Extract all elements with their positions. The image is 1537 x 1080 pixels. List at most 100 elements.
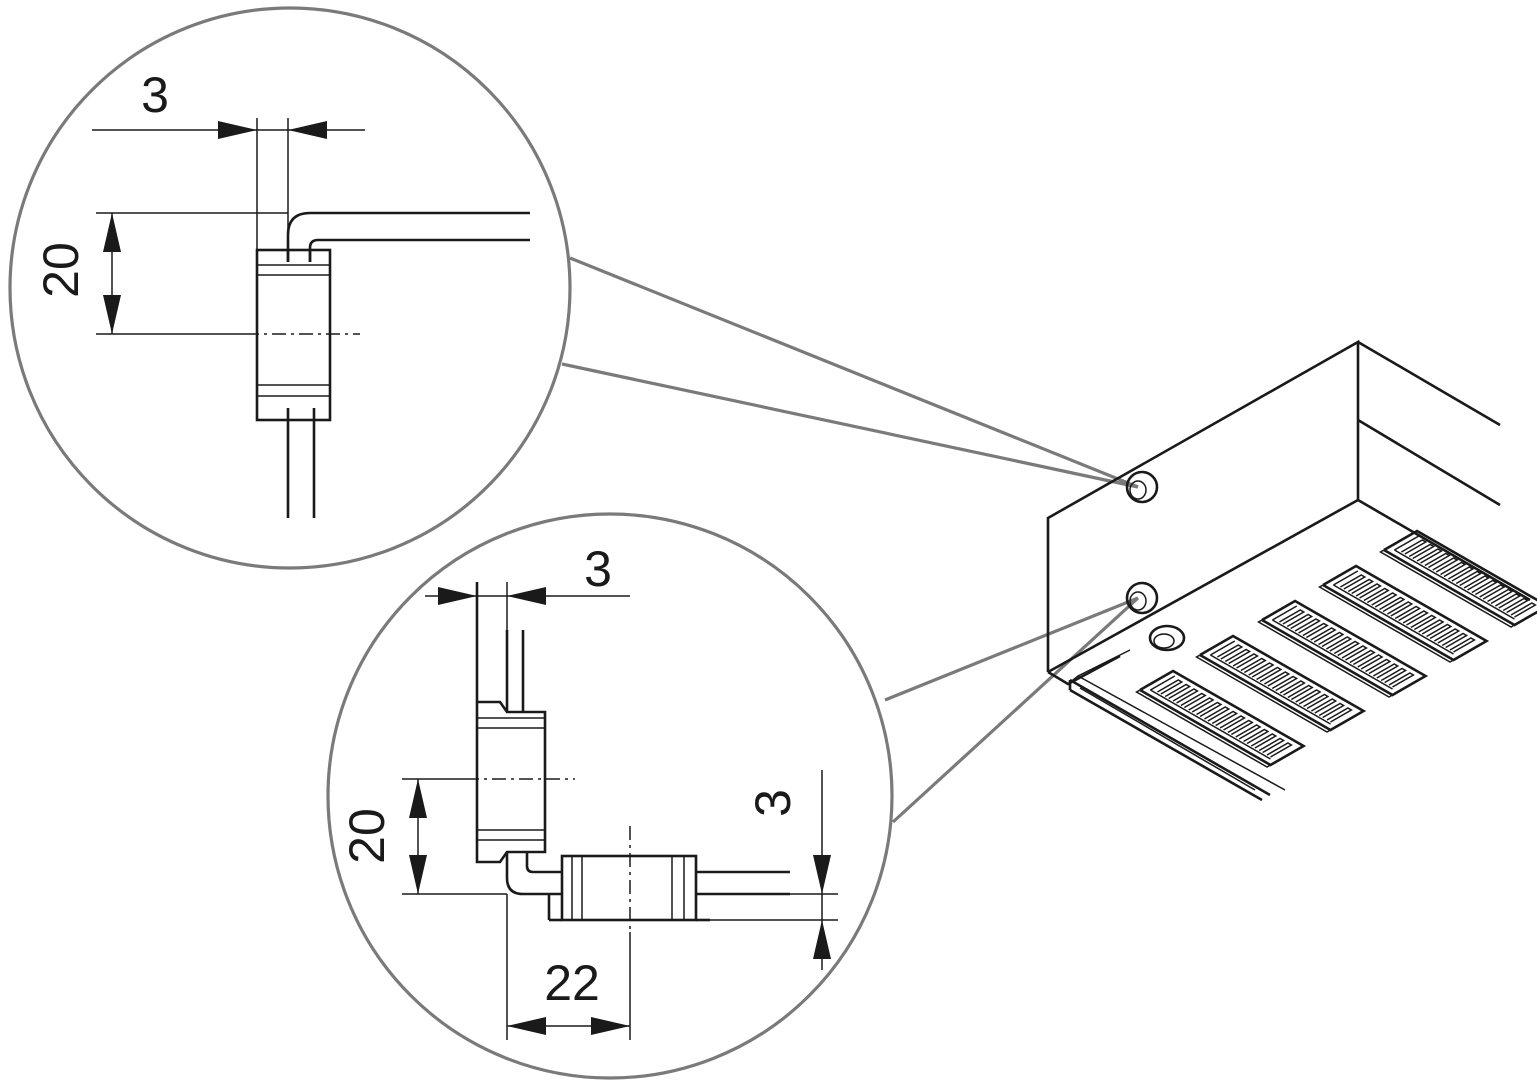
basket-tooth	[1494, 593, 1522, 609]
basket-lip	[1135, 689, 1271, 768]
basket-tooth	[1180, 692, 1207, 709]
hole-lower	[1125, 581, 1159, 615]
basket-tooth	[1349, 649, 1376, 666]
basket-tooth	[1372, 663, 1400, 679]
dim-bottom-width: 3	[584, 541, 612, 597]
basket-inner-edge	[1394, 549, 1515, 620]
shelf-rail	[1068, 675, 1286, 802]
basket-tooth	[1387, 601, 1414, 617]
basket-tooth	[1286, 613, 1314, 630]
basket-tooth	[1455, 570, 1483, 587]
basket-tooth	[1441, 632, 1469, 649]
basket-tooth	[1401, 539, 1428, 555]
dim-top-height: 20	[33, 242, 89, 298]
basket-inner-edge	[1210, 640, 1236, 656]
callout-lines	[561, 256, 1140, 824]
basket-tooth	[1340, 574, 1367, 590]
hole-upper	[1125, 470, 1159, 504]
basket-tooth	[1365, 658, 1392, 675]
basket-tooth	[1219, 715, 1246, 731]
basket-tooth	[1302, 622, 1329, 639]
basket-tooth	[1235, 724, 1262, 740]
basket-tooth	[1416, 548, 1443, 564]
drawer-baskets	[1135, 529, 1537, 768]
basket-inner-edge	[1272, 619, 1393, 690]
basket-tooth	[1243, 728, 1270, 745]
detail-circle-top	[8, 6, 572, 570]
basket-lip	[1257, 619, 1393, 698]
basket-tooth	[1279, 609, 1306, 625]
basket-tooth	[1510, 602, 1537, 618]
hole-bottom	[1148, 624, 1186, 652]
basket-tooth	[1402, 610, 1429, 626]
basket-tooth	[1333, 640, 1361, 657]
dim-bottom-height: 20	[339, 808, 395, 864]
detail-bottom: 3 20 3 22	[326, 512, 894, 1080]
basket-tooth	[1357, 654, 1384, 670]
basket-outline	[1383, 529, 1537, 627]
basket-tooth	[1232, 653, 1259, 669]
basket-tooth	[1408, 543, 1436, 560]
basket-tooth	[1240, 657, 1267, 674]
basket-tooth	[1294, 618, 1321, 634]
basket-tooth	[1310, 627, 1337, 643]
basket-tooth	[1248, 662, 1275, 678]
basket-tooth	[1318, 702, 1346, 719]
basket-tooth	[1295, 689, 1322, 705]
basket-tooth	[1264, 671, 1291, 687]
basket-tooth	[1227, 719, 1254, 736]
basket-tooth	[1363, 587, 1390, 604]
basket-tooth	[1256, 666, 1283, 683]
basket-inner-edge	[1150, 689, 1271, 760]
basket-tooth	[1479, 584, 1506, 600]
basket-tooth	[1164, 683, 1192, 700]
basket-tooth	[1394, 605, 1422, 622]
basket-tooth	[1318, 631, 1345, 648]
basket-outline	[1139, 669, 1307, 767]
basket-tooth	[1341, 645, 1368, 661]
basket-tooth	[1426, 623, 1453, 640]
basket-lip	[1195, 654, 1331, 733]
dim-bottom-offset: 3	[745, 789, 801, 817]
basket-tooth	[1448, 566, 1475, 582]
basket-tooth	[1266, 742, 1293, 758]
basket-tooth	[1471, 579, 1498, 596]
basket-tooth	[1224, 648, 1252, 665]
basket-tooth	[1326, 707, 1353, 723]
basket-tooth	[1463, 575, 1490, 591]
cabinet-3d	[1046, 339, 1537, 802]
basket-tooth	[1303, 693, 1330, 710]
basket-tooth	[1196, 701, 1223, 718]
basket-inner-edge	[1333, 570, 1359, 586]
basket-tooth	[1388, 672, 1415, 688]
basket-tooth	[1279, 680, 1306, 696]
basket-tooth	[1379, 596, 1406, 613]
basket-lip	[1318, 584, 1454, 663]
basket-inner-edge	[1272, 605, 1298, 621]
basket-tooth	[1217, 644, 1244, 660]
basket-tooth	[1211, 710, 1239, 727]
basket-tooth	[1271, 675, 1299, 692]
basket-tooth	[1432, 557, 1459, 573]
basket-tooth	[1204, 706, 1231, 722]
basket-tooth	[1371, 592, 1398, 608]
basket-tooth	[1347, 578, 1375, 595]
basket-inner-edge	[1150, 675, 1176, 691]
basket-outline	[1322, 564, 1490, 662]
basket-tooth	[1418, 619, 1445, 635]
basket-tooth	[1355, 583, 1382, 599]
basket-tooth	[1440, 561, 1467, 578]
dim-top-width: 3	[141, 67, 169, 123]
basket-tooth	[1250, 733, 1278, 749]
basket-tooth	[1287, 684, 1314, 701]
basket-outline	[1261, 599, 1429, 697]
basket-tooth	[1188, 697, 1215, 713]
basket-tooth	[1502, 597, 1530, 614]
basket-outline	[1199, 634, 1367, 732]
dim-bottom-length: 22	[544, 955, 600, 1011]
basket-tooth	[1258, 737, 1286, 754]
basket-tooth	[1326, 636, 1353, 652]
basket-tooth	[1380, 667, 1408, 684]
basket-tooth	[1433, 628, 1461, 644]
basket-inner-edge	[1210, 654, 1331, 725]
